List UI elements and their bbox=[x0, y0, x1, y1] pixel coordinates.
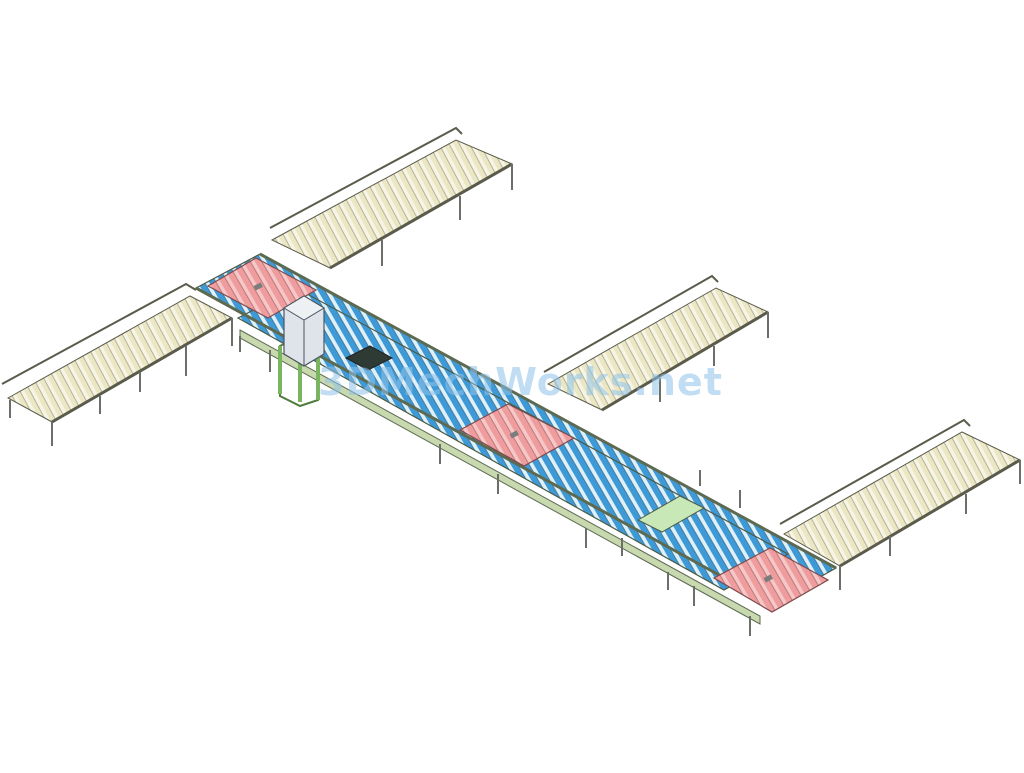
branch-left-bed bbox=[6, 295, 234, 423]
transfer-station-3 bbox=[712, 547, 830, 613]
branch-top-legs bbox=[381, 164, 513, 266]
branch-right-bed bbox=[782, 431, 1022, 567]
branch-conveyor-top bbox=[269, 126, 514, 270]
branch-left-guardrail bbox=[1, 282, 197, 385]
branch-middle-legs bbox=[659, 312, 769, 402]
main-cross-link bbox=[636, 495, 706, 533]
branch-conveyor-left bbox=[1, 282, 234, 446]
branch-right-legs bbox=[839, 460, 1021, 590]
main-conveyor-legs bbox=[239, 336, 751, 636]
branch-right-side-rail bbox=[839, 458, 1021, 568]
branch-top-guardrail bbox=[269, 126, 463, 229]
transfer-station-1 bbox=[206, 257, 318, 319]
branch-middle-side-rail bbox=[601, 310, 769, 412]
branch-top-side-rail bbox=[329, 162, 513, 270]
branch-conveyor-right bbox=[779, 418, 1022, 590]
branch-left-side-rail bbox=[51, 316, 233, 424]
branch-right-guardrail bbox=[779, 418, 971, 525]
main-upper-frame-edge bbox=[259, 252, 837, 570]
main-motor-unit bbox=[344, 345, 394, 371]
branch-conveyor-middle bbox=[543, 274, 770, 412]
branch-middle-guardrail bbox=[543, 274, 719, 373]
main-lower-frame bbox=[239, 329, 761, 625]
transfer-station-2 bbox=[458, 403, 576, 467]
branch-top-bed bbox=[270, 139, 514, 269]
branch-left-legs bbox=[9, 318, 233, 446]
control-cabinet bbox=[278, 295, 325, 408]
